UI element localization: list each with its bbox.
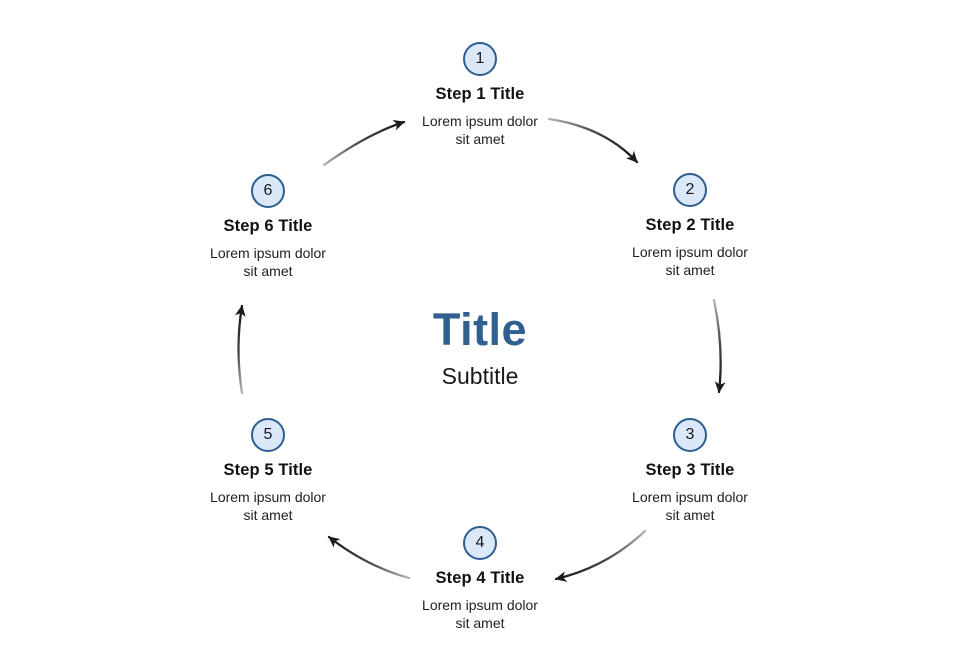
arrow-3-4 [554, 529, 647, 582]
step-1-description: Lorem ipsum dolor sit amet [422, 113, 538, 147]
step-4-number-badge: 4 [463, 526, 497, 560]
step-1-title: Step 1 Title [435, 85, 525, 103]
step-1-number: 1 [475, 50, 485, 67]
step-6: 6 Step 6 Title Lorem ipsum dolor sit ame… [188, 174, 348, 280]
step-5-description: Lorem ipsum dolor sit amet [210, 489, 326, 523]
step-3-description: Lorem ipsum dolor sit amet [632, 489, 748, 523]
step-1: 1 Step 1 Title Lorem ipsum dolor sit ame… [400, 42, 560, 148]
step-2-description: Lorem ipsum dolor sit amet [632, 244, 748, 278]
step-3: 3 Step 3 Title Lorem ipsum dolor sit ame… [610, 418, 770, 524]
step-3-number-badge: 3 [673, 418, 707, 452]
step-6-number: 6 [263, 182, 273, 199]
arrow-1-2 [547, 117, 639, 164]
diagram-subtitle: Subtitle [441, 363, 519, 389]
step-5-title: Step 5 Title [223, 461, 313, 479]
step-6-title: Step 6 Title [223, 217, 313, 235]
step-2-number: 2 [685, 181, 695, 198]
step-4-number: 4 [475, 534, 485, 551]
arrow-5-6 [234, 304, 246, 395]
step-5: 5 Step 5 Title Lorem ipsum dolor sit ame… [188, 418, 348, 524]
step-4-title: Step 4 Title [435, 569, 525, 587]
step-4: 4 Step 4 Title Lorem ipsum dolor sit ame… [400, 526, 560, 632]
step-4-description: Lorem ipsum dolor sit amet [422, 597, 538, 631]
diagram-center: Title Subtitle [280, 304, 680, 390]
arrow-4-5 [327, 535, 411, 580]
step-3-title: Step 3 Title [645, 461, 735, 479]
step-6-number-badge: 6 [251, 174, 285, 208]
step-2: 2 Step 2 Title Lorem ipsum dolor sit ame… [610, 173, 770, 279]
step-2-title: Step 2 Title [645, 216, 735, 234]
diagram-title: Title [432, 304, 528, 355]
step-1-number-badge: 1 [463, 42, 497, 76]
step-3-number: 3 [685, 426, 695, 443]
arrow-2-3 [712, 298, 726, 394]
step-5-number-badge: 5 [251, 418, 285, 452]
step-2-number-badge: 2 [673, 173, 707, 207]
arrow-6-1 [322, 120, 406, 167]
step-5-number: 5 [263, 426, 273, 443]
step-6-description: Lorem ipsum dolor sit amet [210, 245, 326, 279]
